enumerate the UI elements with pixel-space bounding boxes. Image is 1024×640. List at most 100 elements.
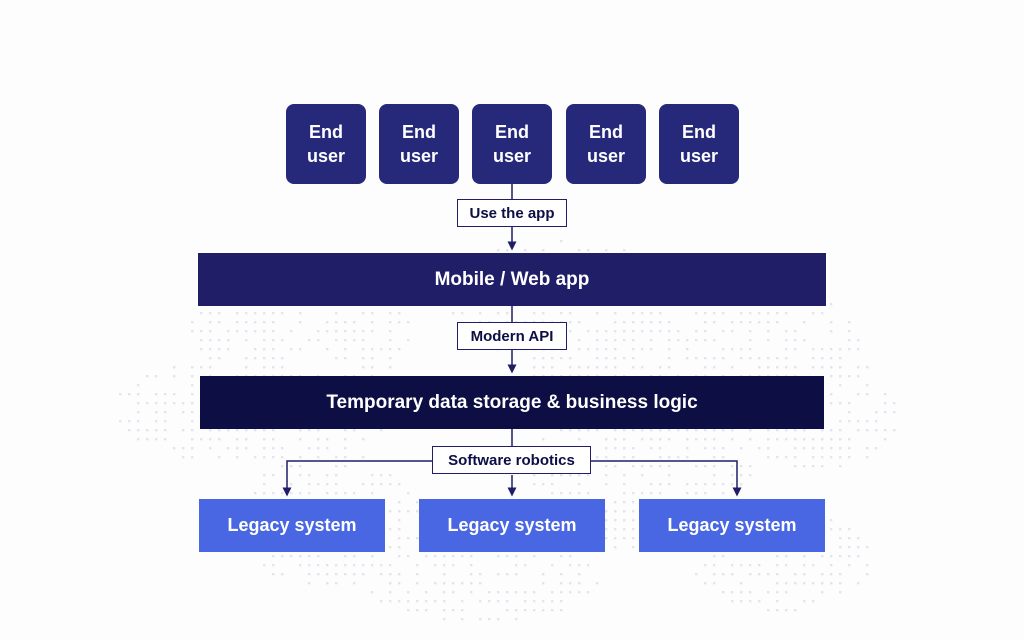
map-dot: [380, 474, 383, 477]
map-dot: [722, 312, 725, 315]
map-dot: [263, 429, 266, 432]
map-dot: [173, 402, 176, 405]
map-dot: [785, 456, 788, 459]
map-dot: [668, 483, 671, 486]
map-dot: [884, 438, 887, 441]
map-dot: [164, 402, 167, 405]
map-dot: [569, 492, 572, 495]
map-dot: [722, 348, 725, 351]
map-dot: [704, 339, 707, 342]
map-dot: [308, 429, 311, 432]
map-dot: [848, 546, 851, 549]
map-dot: [317, 483, 320, 486]
map-dot: [713, 321, 716, 324]
map-dot: [479, 600, 482, 603]
map-dot: [839, 420, 842, 423]
map-dot: [389, 591, 392, 594]
map-dot: [263, 483, 266, 486]
map-dot: [263, 330, 266, 333]
map-dot: [344, 429, 347, 432]
map-dot: [866, 456, 869, 459]
map-dot: [839, 357, 842, 360]
map-dot: [461, 600, 464, 603]
map-dot: [704, 312, 707, 315]
map-dot: [803, 447, 806, 450]
map-dot: [146, 438, 149, 441]
map-dot: [488, 600, 491, 603]
map-dot: [533, 357, 536, 360]
map-dot: [767, 438, 770, 441]
map-dot: [371, 564, 374, 567]
map-dot: [335, 483, 338, 486]
map-dot: [335, 582, 338, 585]
map-dot: [650, 339, 653, 342]
map-dot: [686, 456, 689, 459]
map-dot: [254, 456, 257, 459]
map-dot: [272, 447, 275, 450]
map-dot: [803, 600, 806, 603]
map-dot: [371, 483, 374, 486]
map-dot: [542, 312, 545, 315]
map-dot: [650, 330, 653, 333]
map-dot: [686, 357, 689, 360]
map-dot: [830, 402, 833, 405]
map-dot: [551, 483, 554, 486]
map-dot: [623, 447, 626, 450]
map-dot: [524, 249, 527, 252]
map-dot: [830, 456, 833, 459]
map-dot: [281, 339, 284, 342]
map-dot: [254, 357, 257, 360]
map-dot: [416, 501, 419, 504]
map-dot: [614, 429, 617, 432]
map-dot: [578, 339, 581, 342]
map-dot: [614, 312, 617, 315]
map-dot: [155, 420, 158, 423]
map-dot: [317, 555, 320, 558]
map-dot: [704, 447, 707, 450]
map-dot: [416, 564, 419, 567]
map-dot: [596, 312, 599, 315]
map-dot: [767, 321, 770, 324]
map-dot: [839, 348, 842, 351]
map-dot: [722, 330, 725, 333]
map-dot: [128, 393, 131, 396]
map-dot: [290, 483, 293, 486]
map-dot: [623, 339, 626, 342]
map-dot: [857, 420, 860, 423]
map-dot: [299, 474, 302, 477]
map-dot: [785, 591, 788, 594]
map-dot: [479, 618, 482, 621]
map-dot: [263, 474, 266, 477]
map-dot: [632, 546, 635, 549]
map-dot: [821, 438, 824, 441]
map-dot: [254, 429, 257, 432]
map-dot: [830, 555, 833, 558]
map-dot: [605, 366, 608, 369]
map-dot: [659, 429, 662, 432]
map-dot: [389, 312, 392, 315]
map-dot: [821, 591, 824, 594]
map-dot: [821, 366, 824, 369]
map-dot: [875, 420, 878, 423]
map-dot: [281, 357, 284, 360]
map-dot: [299, 564, 302, 567]
map-dot: [218, 357, 221, 360]
map-dot: [668, 357, 671, 360]
map-dot: [164, 393, 167, 396]
map-dot: [326, 483, 329, 486]
map-dot: [650, 321, 653, 324]
map-dot: [812, 600, 815, 603]
map-dot: [794, 609, 797, 612]
map-dot: [164, 429, 167, 432]
map-dot: [398, 519, 401, 522]
map-dot: [857, 582, 860, 585]
map-dot: [272, 321, 275, 324]
map-dot: [839, 573, 842, 576]
map-dot: [425, 609, 428, 612]
map-dot: [659, 321, 662, 324]
map-dot: [569, 564, 572, 567]
map-dot: [281, 447, 284, 450]
map-dot: [839, 402, 842, 405]
map-dot: [866, 366, 869, 369]
map-dot: [659, 312, 662, 315]
